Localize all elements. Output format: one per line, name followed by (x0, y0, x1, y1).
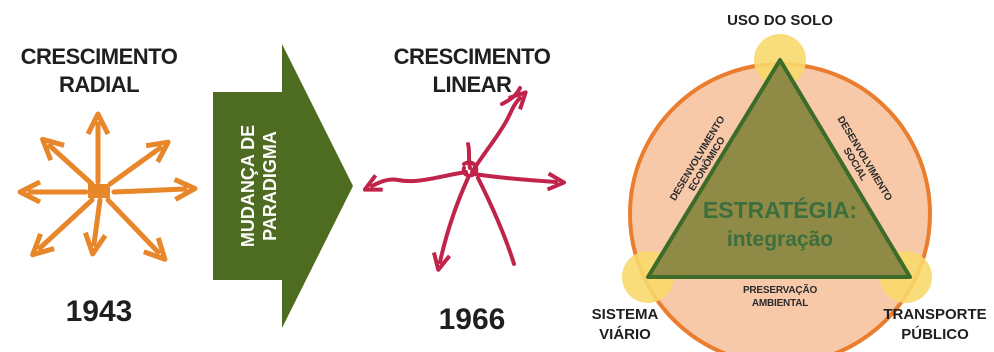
center-label-line1: ESTRATÉGIA: (703, 196, 857, 223)
radial-year: 1943 (65, 295, 133, 328)
linear-title-line1: CRESCIMENTO (393, 44, 551, 69)
bottom-side-label-line1: PRESERVAÇÃO (743, 283, 818, 296)
bottom-left-vertex-label-line1: SISTEMA (591, 306, 659, 323)
radial-title-line2: RADIAL (58, 72, 140, 97)
linear-year: 1966 (438, 303, 506, 336)
linear-growth-sketch (362, 86, 566, 272)
integration-diagram: DESENVOLVIMENTO ECONÔMICO DESENVOLVIMENT… (622, 34, 932, 352)
top-vertex-label: USO DO SOLO (727, 12, 833, 29)
bottom-side-label-line2: AMBIENTAL (752, 298, 808, 309)
radial-growth-sketch (17, 111, 198, 262)
linear-title-line2: LINEAR (432, 72, 512, 97)
bottom-right-vertex-label-line2: PÚBLICO (901, 326, 969, 343)
arrow-label-line2: PARADIGMA (260, 131, 280, 241)
radial-center-block (88, 184, 110, 198)
arrow-label-line1: MUDANÇA DE (238, 125, 258, 247)
radial-title-line1: CRESCIMENTO (20, 44, 178, 69)
bottom-right-vertex-label-line1: TRANSPORTE (883, 306, 987, 323)
center-label-line2: integração (727, 228, 833, 251)
bottom-left-vertex-label-line2: VIÁRIO (599, 326, 651, 343)
strategy-triangle (646, 58, 912, 279)
paradigm-shift-arrow: MUDANÇA DE PARADIGMA (213, 44, 353, 328)
